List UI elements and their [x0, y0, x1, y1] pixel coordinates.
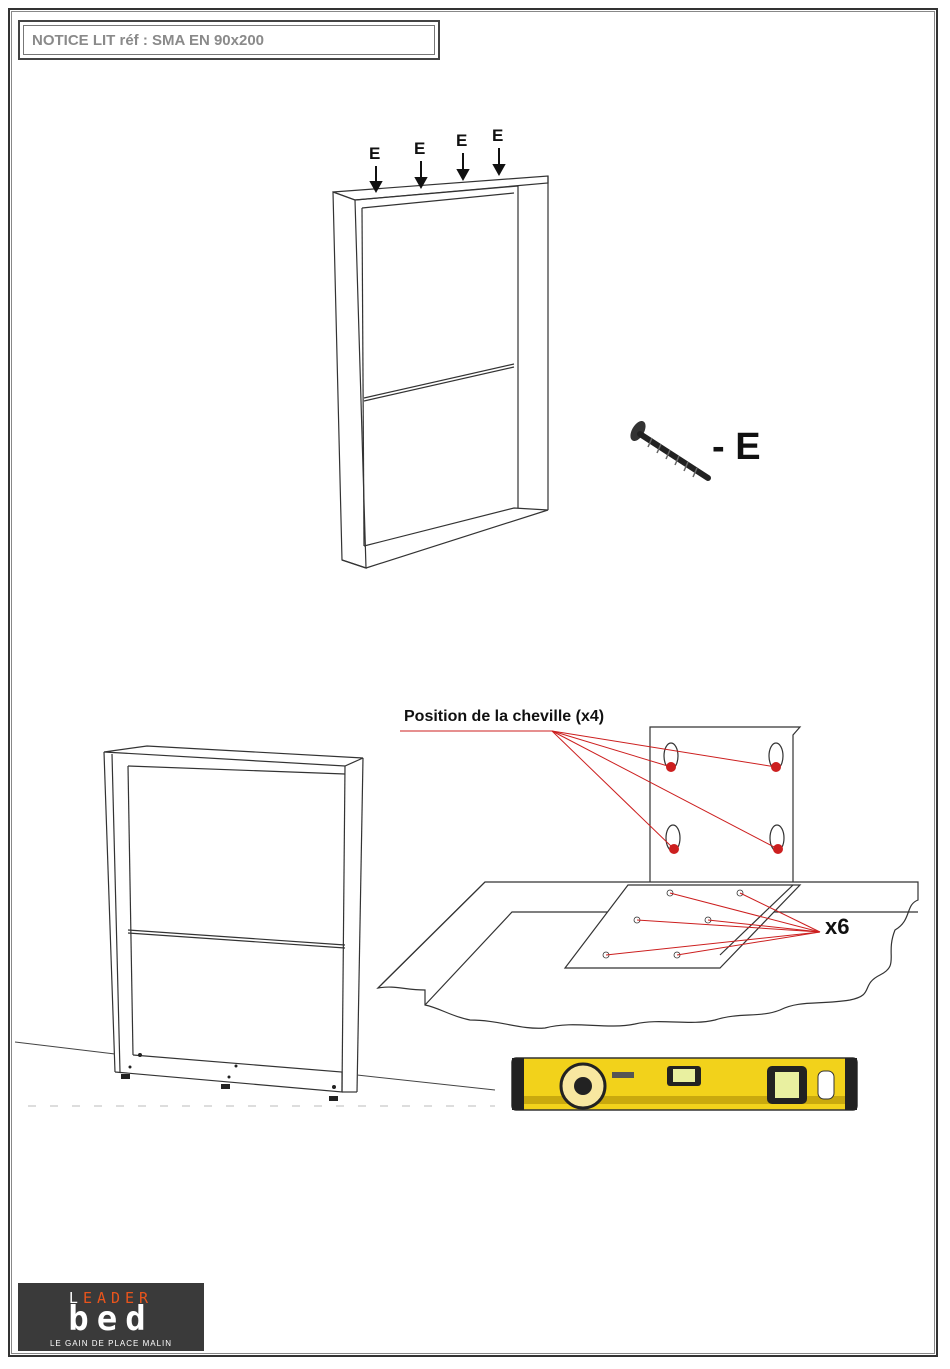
- floor-line: [15, 1042, 495, 1090]
- cheville-dots: [666, 762, 783, 854]
- arrow-label-1: E: [369, 144, 380, 164]
- frame-illustration-bottom: [104, 746, 363, 1092]
- cheville-leader-lines: [400, 731, 778, 849]
- screws-count-label: x6: [825, 914, 849, 940]
- frame-illustration-top: [333, 176, 548, 568]
- cheville-label: Position de la cheville (x4): [404, 708, 604, 726]
- screw-label: - E: [712, 426, 761, 469]
- leaderbed-logo: LEADER bed LE GAIN DE PLACE MALIN: [18, 1283, 204, 1351]
- arrow-label-4: E: [492, 126, 503, 146]
- logo-wordmark-bed: bed: [18, 1303, 204, 1335]
- arrow-label-2: E: [414, 139, 425, 159]
- frame-screw-marks: [129, 1053, 337, 1089]
- logo-tagline: LE GAIN DE PLACE MALIN: [18, 1339, 204, 1348]
- spirit-level-icon: [512, 1058, 857, 1110]
- arrow-label-3: E: [456, 131, 467, 151]
- screw-icon: [627, 418, 708, 478]
